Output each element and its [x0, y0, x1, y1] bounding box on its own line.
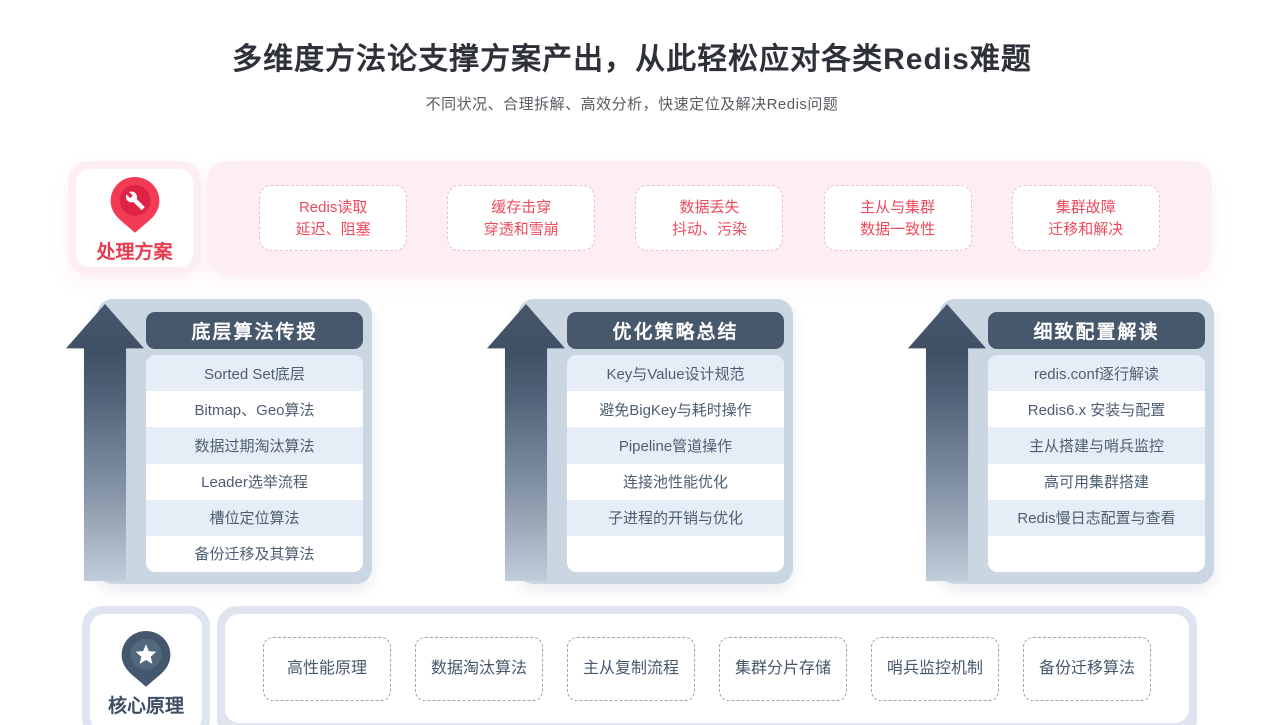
method-list: Key与Value设计规范 避免BigKey与耗时操作 Pipeline管道操作…	[567, 355, 784, 572]
method-item: Pipeline管道操作	[567, 427, 784, 464]
method-item: Bitmap、Geo算法	[146, 391, 363, 428]
wrench-pin-icon	[105, 175, 165, 242]
star-pin-icon	[116, 629, 176, 696]
principle-card: 备份迁移算法	[1023, 636, 1151, 701]
method-item: Leader选举流程	[146, 463, 363, 500]
method-item: 备份迁移及其算法	[146, 535, 363, 572]
method-item: 连接池性能优化	[567, 463, 784, 500]
method-item: 主从搭建与哨兵监控	[988, 427, 1205, 464]
principles-pin-card: 核心原理	[82, 606, 210, 725]
solutions-pin-card: 处理方案	[68, 161, 201, 275]
page-subtitle: 不同状况、合理拆解、高效分析，快速定位及解决Redis问题	[425, 96, 839, 113]
method-item: Sorted Set底层	[146, 355, 363, 392]
principle-card: 高性能原理	[263, 636, 391, 701]
principles-panel: 高性能原理 数据淘汰算法 主从复制流程 集群分片存储 哨兵监控机制 备份迁移算法	[225, 614, 1189, 723]
method-item-empty	[567, 535, 784, 572]
hero-section: 多维度方法论支撑方案产出，从此轻松应对各类Redis难题 不同状况、合理拆解、高…	[0, 0, 1264, 114]
method-item: Redis慢日志配置与查看	[988, 499, 1205, 536]
solution-card: 数据丢失 抖动、污染	[635, 185, 784, 251]
method-list: Sorted Set底层 Bitmap、Geo算法 数据过期淘汰算法 Leade…	[146, 355, 363, 572]
solutions-label: 处理方案	[96, 241, 173, 263]
method-item: 数据过期淘汰算法	[146, 427, 363, 464]
solution-card: 集群故障 迁移和解决	[1011, 185, 1160, 251]
methods-section: 底层算法传授 Sorted Set底层 Bitmap、Geo算法 数据过期淘汰算…	[66, 299, 1214, 584]
method-item: 子进程的开销与优化	[567, 499, 784, 536]
solution-card: Redis读取 延迟、阻塞	[259, 185, 408, 251]
method-item: redis.conf逐行解读	[988, 355, 1205, 392]
method-column-header: 底层算法传授	[146, 312, 363, 349]
principle-card: 哨兵监控机制	[871, 636, 999, 701]
method-item: 槽位定位算法	[146, 499, 363, 536]
method-column-algorithms: 底层算法传授 Sorted Set底层 Bitmap、Geo算法 数据过期淘汰算…	[66, 299, 372, 584]
method-item: 避免BigKey与耗时操作	[567, 391, 784, 428]
principles-label: 核心原理	[107, 696, 184, 717]
principles-section: 核心原理 高性能原理 数据淘汰算法 主从复制流程 集群分片存储 哨兵监控机制 备…	[82, 606, 1197, 725]
method-item: Key与Value设计规范	[567, 355, 784, 392]
solution-card: 主从与集群 数据一致性	[823, 185, 972, 251]
solutions-strip: Redis读取 延迟、阻塞 缓存击穿 穿透和雪崩 数据丢失 抖动、污染 主从与集…	[207, 161, 1212, 275]
principles-strip: 高性能原理 数据淘汰算法 主从复制流程 集群分片存储 哨兵监控机制 备份迁移算法	[217, 606, 1197, 725]
method-column-header: 细致配置解读	[988, 312, 1205, 349]
method-list: redis.conf逐行解读 Redis6.x 安装与配置 主从搭建与哨兵监控 …	[988, 355, 1205, 572]
principle-card: 集群分片存储	[719, 636, 847, 701]
method-item: 高可用集群搭建	[988, 463, 1205, 500]
method-column-configuration: 细致配置解读 redis.conf逐行解读 Redis6.x 安装与配置 主从搭…	[908, 299, 1214, 584]
method-item: Redis6.x 安装与配置	[988, 391, 1205, 428]
solution-card: 缓存击穿 穿透和雪崩	[447, 185, 596, 251]
method-column-header: 优化策略总结	[567, 312, 784, 349]
principle-card: 主从复制流程	[567, 636, 695, 701]
method-column-optimization: 优化策略总结 Key与Value设计规范 避免BigKey与耗时操作 Pipel…	[487, 299, 793, 584]
page-title: 多维度方法论支撑方案产出，从此轻松应对各类Redis难题	[232, 43, 1032, 76]
method-item-empty	[988, 535, 1205, 572]
solutions-section: 处理方案 Redis读取 延迟、阻塞 缓存击穿 穿透和雪崩 数据丢失 抖动、污染…	[68, 161, 1212, 275]
principle-card: 数据淘汰算法	[415, 636, 543, 701]
